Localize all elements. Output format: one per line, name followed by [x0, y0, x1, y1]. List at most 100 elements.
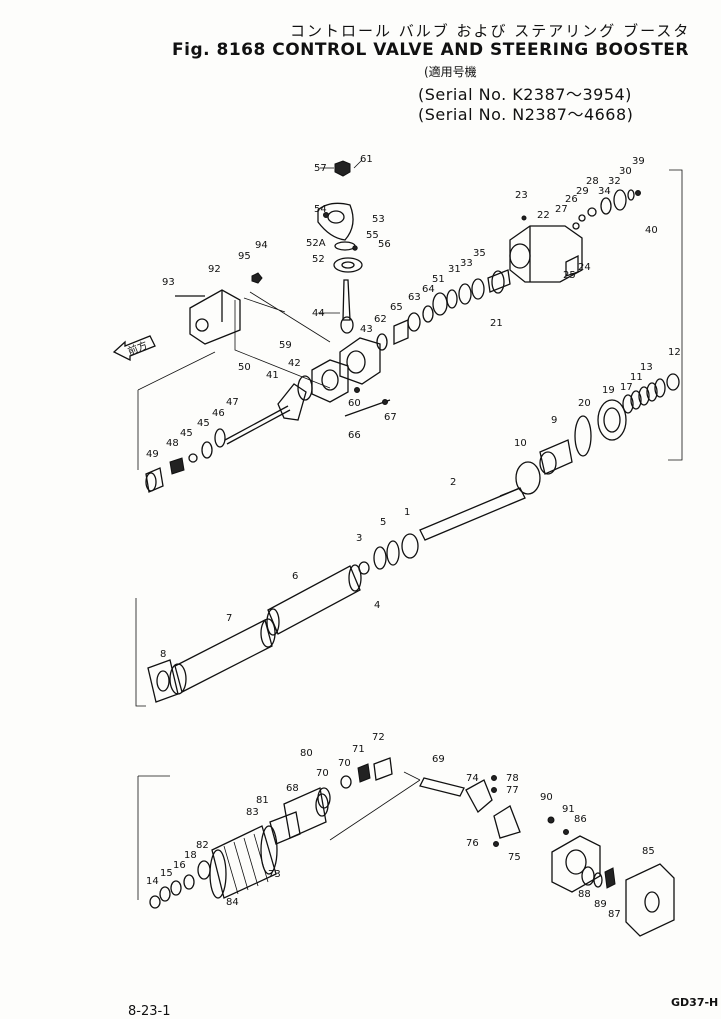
callout-28: 28	[586, 176, 599, 187]
callout-17: 17	[620, 382, 633, 393]
callout-16: 16	[173, 860, 186, 871]
valve-body-22	[509, 225, 583, 283]
filter-84	[211, 825, 277, 899]
callout-86: 86	[574, 814, 587, 825]
serial-line-1: (Serial No. K2387～3954)	[418, 85, 632, 104]
callout-66: 66	[348, 430, 361, 441]
callout-60: 60	[348, 398, 361, 409]
callout-30: 30	[619, 166, 632, 177]
ring-46	[214, 428, 226, 448]
o-ring-10	[515, 461, 541, 495]
callout-85: 85	[642, 846, 655, 857]
bracket-75	[493, 805, 521, 839]
bearing-9	[539, 439, 573, 475]
callout-6: 6	[292, 571, 298, 582]
elbow-41	[277, 383, 307, 421]
callout-20: 20	[578, 398, 591, 409]
tube-6	[267, 565, 361, 635]
plug-72	[373, 757, 393, 781]
callout-72: 72	[372, 732, 385, 743]
callout-78: 78	[506, 773, 519, 784]
figure-title: Fig. 8168 CONTROL VALVE AND STEERING BOO…	[172, 40, 690, 60]
callout-9: 9	[551, 415, 557, 426]
control-valve-group	[112, 159, 683, 493]
callout-70: 70	[316, 768, 329, 779]
callout-74: 74	[466, 773, 479, 784]
callout-54: 54	[314, 204, 327, 215]
serial-note: (適用号機	[424, 65, 477, 79]
callout-46: 46	[212, 408, 225, 419]
lower-assembly-group	[137, 757, 675, 937]
nut-57	[334, 160, 351, 177]
nut-94	[251, 272, 263, 284]
callout-34: 34	[598, 186, 611, 197]
callout-55: 55	[366, 230, 379, 241]
spring-71	[357, 763, 371, 783]
ring-51	[432, 292, 448, 316]
callout-90: 90	[540, 792, 553, 803]
callout-69: 69	[432, 754, 445, 765]
callout-10: 10	[514, 438, 527, 449]
washer-52A	[334, 241, 356, 251]
callout-77: 77	[506, 785, 519, 796]
callout-87: 87	[608, 909, 621, 920]
callout-52A: 52A	[306, 238, 326, 249]
callout-32: 32	[608, 176, 621, 187]
callout-22: 22	[537, 210, 550, 221]
ring-70	[317, 787, 331, 809]
callout-5: 5	[380, 517, 386, 528]
nut-19	[597, 399, 627, 441]
callout-49: 49	[146, 449, 159, 460]
ring-62	[376, 333, 388, 351]
callout-4: 4	[374, 600, 380, 611]
callout-56: 56	[378, 239, 391, 250]
callout-92: 92	[208, 264, 221, 275]
page-reference: 8-23-1	[128, 1004, 171, 1019]
callout-7: 7	[226, 613, 232, 624]
callout-83: 83	[246, 807, 259, 818]
callout-40: 40	[645, 225, 658, 236]
piston-1	[401, 533, 419, 559]
callout-labels: 57 61 54 53 52A 55 56 52 44 93 92 95 94 …	[146, 154, 681, 920]
callout-41: 41	[266, 370, 279, 381]
serial-line-2: (Serial No. N2387～4668)	[418, 105, 634, 124]
callout-19: 19	[602, 385, 615, 396]
callout-88: 88	[578, 889, 591, 900]
seal-65	[393, 319, 409, 345]
block-85	[625, 863, 675, 937]
callout-42: 42	[288, 358, 301, 369]
ring-64	[422, 305, 434, 323]
callout-95: 95	[238, 251, 251, 262]
callout-57: 57	[314, 163, 327, 174]
callout-13: 13	[640, 362, 653, 373]
rod-69	[419, 777, 465, 797]
callout-1: 1	[404, 507, 410, 518]
callout-62: 62	[374, 314, 387, 325]
callout-21: 21	[490, 318, 503, 329]
housing-43	[339, 337, 381, 385]
callout-75: 75	[508, 852, 521, 863]
callout-3: 3	[356, 533, 362, 544]
ring-5	[386, 540, 400, 566]
callout-29: 29	[576, 186, 589, 197]
callout-12: 12	[668, 347, 681, 358]
figure-header: コントロール バルブ および ステアリング ブースタ Fig. 8168 CON…	[0, 0, 721, 130]
clevis-92	[189, 289, 241, 345]
callout-39: 39	[632, 156, 645, 167]
callout-23: 23	[515, 190, 528, 201]
callout-45: 45	[197, 418, 210, 429]
body-80	[283, 787, 327, 839]
ring-20	[574, 415, 592, 457]
callout-59: 59	[279, 340, 292, 351]
callout-65: 65	[390, 302, 403, 313]
callout-70b: 70	[338, 758, 351, 769]
end-cap-8	[147, 659, 179, 703]
callout-14: 14	[146, 876, 159, 887]
callout-48: 48	[166, 438, 179, 449]
callout-94: 94	[255, 240, 268, 251]
bolt-54	[323, 212, 329, 218]
callout-81: 81	[256, 795, 269, 806]
callout-89: 89	[594, 899, 607, 910]
spool-21	[487, 269, 511, 293]
